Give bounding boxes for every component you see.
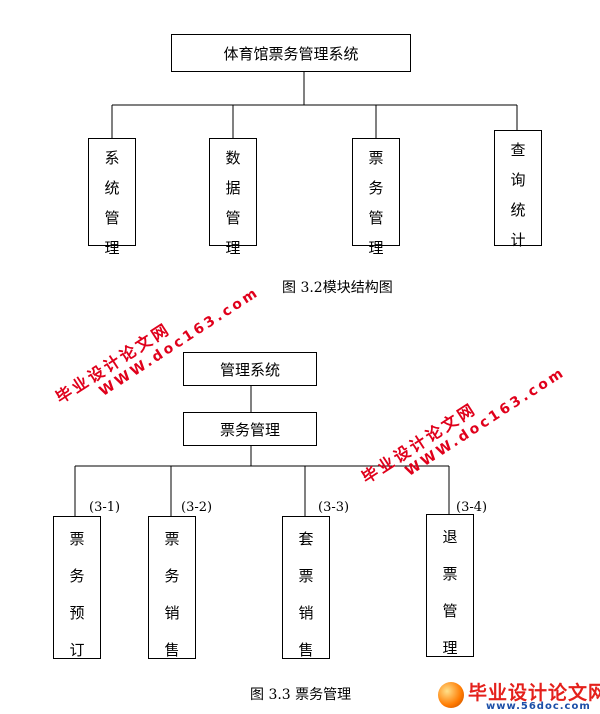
root-box-stadium-ticketing-system: 体育馆票务管理系统: [171, 34, 411, 72]
module-query-statistics: 查 询 统 计: [494, 130, 542, 249]
module-data-management: 数 据 管 理: [209, 138, 257, 257]
char: 据: [225, 179, 241, 197]
char: 退: [442, 528, 458, 546]
char: 数: [225, 149, 241, 167]
char: 售: [164, 641, 180, 659]
figure-caption-3-3: 图 3.3 票务管理: [250, 687, 352, 703]
char: 售: [298, 641, 314, 659]
char: 管: [442, 602, 458, 620]
char: 统: [510, 201, 526, 219]
root-box-management-system: 管理系统: [183, 352, 317, 386]
logo-url: www.56doc.com: [486, 701, 591, 712]
char: 票: [368, 149, 384, 167]
module-refund-management: 退 票 管 理: [426, 514, 474, 657]
logo-ball-icon: [438, 682, 464, 708]
char: 票: [298, 567, 314, 585]
char: 票: [442, 565, 458, 583]
char: 询: [510, 171, 526, 189]
char: 理: [368, 239, 384, 257]
module-package-ticket-sales: 套 票 销 售: [282, 516, 330, 659]
char: 理: [225, 239, 241, 257]
char: 计: [510, 231, 526, 249]
module-system-management: 系 统 管 理: [88, 138, 136, 257]
module-number-label: (3-2): [181, 500, 213, 515]
logo-title: 毕业设计论文网: [468, 682, 600, 704]
char: 销: [298, 604, 314, 622]
char: 统: [104, 179, 120, 197]
char: 预: [69, 604, 85, 622]
module-number-label: (3-3): [318, 500, 350, 515]
char: 销: [164, 604, 180, 622]
char: 管: [368, 209, 384, 227]
module-ticket-management: 票 务 管 理: [352, 138, 400, 257]
char: 查: [510, 141, 526, 159]
char: 理: [442, 639, 458, 657]
module-ticket-booking: 票 务 预 订: [53, 516, 101, 659]
figure-caption-3-2: 图 3.2模块结构图: [282, 280, 393, 296]
char: 务: [164, 567, 180, 585]
char: 系: [104, 149, 120, 167]
module-ticket-sales: 票 务 销 售: [148, 516, 196, 659]
char: 管: [104, 209, 120, 227]
char: 管: [225, 209, 241, 227]
char: 务: [69, 567, 85, 585]
char: 务: [368, 179, 384, 197]
char: 理: [104, 239, 120, 257]
sub-box-ticket-management: 票务管理: [183, 412, 317, 446]
char: 票: [69, 530, 85, 548]
module-number-label: (3-1): [89, 500, 121, 515]
char: 套: [298, 530, 314, 548]
module-number-label: (3-4): [456, 500, 488, 515]
char: 订: [69, 641, 85, 659]
char: 票: [164, 530, 180, 548]
site-logo: 毕业设计论文网 www.56doc.com: [438, 678, 600, 714]
